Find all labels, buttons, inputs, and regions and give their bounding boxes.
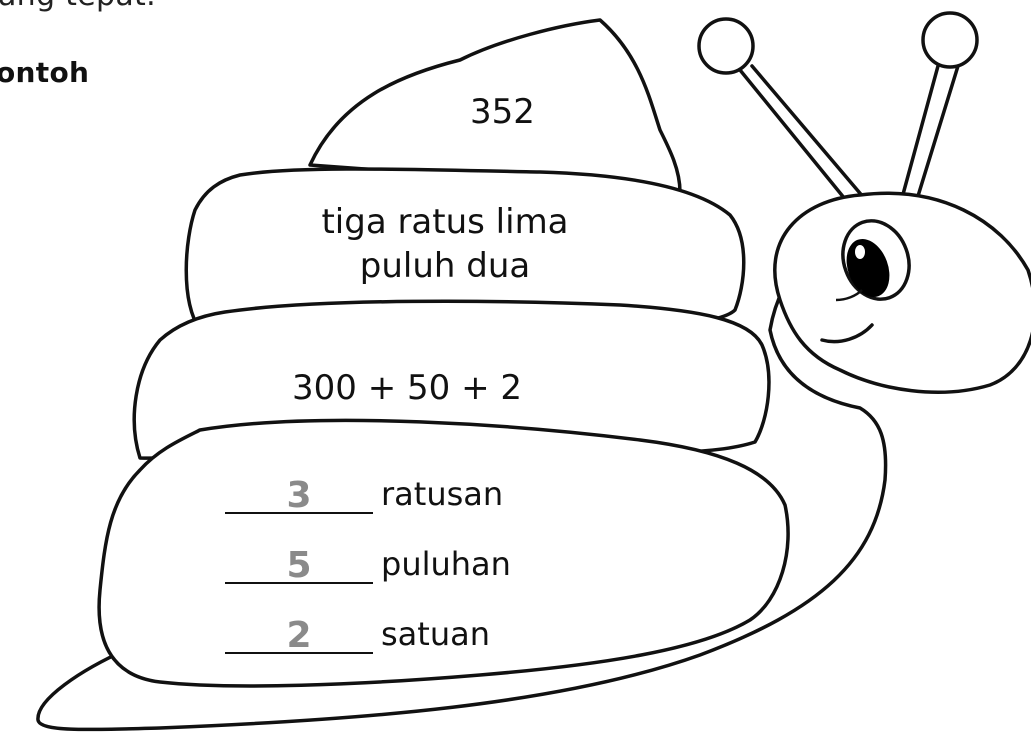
number-numeral: 352: [470, 92, 535, 132]
place-value-row-tens: 5 puluhan: [225, 540, 511, 586]
snail-eye: [835, 219, 911, 302]
left-antenna: [697, 17, 872, 217]
place-label: puluhan: [381, 545, 511, 583]
answer-blank: 3: [225, 472, 373, 516]
instruction-text: ang tepat.: [0, 0, 156, 13]
number-words-line-1: tiga ratus lima: [321, 202, 569, 242]
shell-top: [308, 18, 682, 194]
answer-digit: 5: [286, 545, 312, 586]
expanded-form: 300 + 50 + 2: [292, 368, 522, 408]
number-in-words: tiga ratus lima puluh dua: [250, 200, 640, 288]
answer-blank: 5: [225, 542, 373, 586]
right-antenna: [900, 11, 979, 200]
place-label: satuan: [381, 615, 490, 653]
number-words-line-2: puluh dua: [359, 246, 531, 286]
answer-blank: 2: [225, 612, 373, 656]
answer-digit: 2: [286, 615, 312, 656]
snail-mouth: [820, 323, 874, 344]
place-value-row-hundreds: 3 ratusan: [225, 470, 504, 516]
shell-band-4: [97, 418, 790, 688]
place-value-row-ones: 2 satuan: [225, 610, 490, 656]
snail-head: [773, 191, 1031, 394]
place-label: ratusan: [381, 475, 504, 513]
example-heading: ontoh: [0, 56, 90, 89]
snail-body: [36, 223, 888, 732]
answer-digit: 3: [286, 475, 312, 516]
